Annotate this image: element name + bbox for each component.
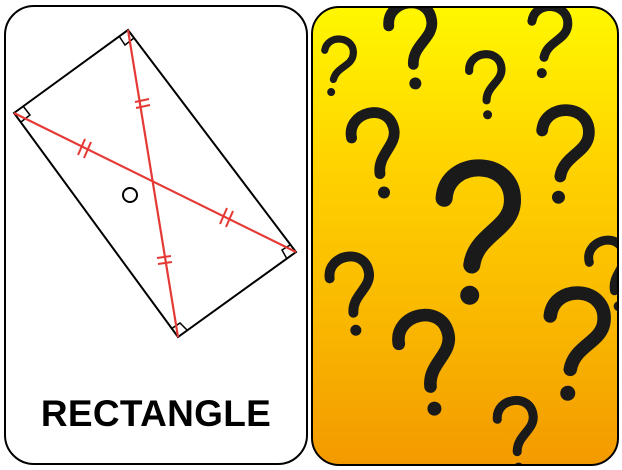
- question-mark-icon: [524, 8, 570, 81]
- rectangle-card: RECTANGLE: [4, 5, 308, 465]
- diagonal-line: [126, 29, 180, 338]
- question-mark-icon: [317, 37, 355, 99]
- question-card: [311, 6, 619, 466]
- diagonal-line: [13, 112, 297, 253]
- question-mark-icon: [437, 166, 515, 308]
- question-mark-icon: [536, 108, 591, 206]
- center-point: [122, 187, 138, 203]
- equal-length-ticks: [77, 98, 234, 265]
- question-mark-icon: [327, 254, 377, 338]
- card-title: RECTANGLE: [40, 393, 272, 434]
- rectangle-diagram: [12, 28, 298, 339]
- question-marks-pattern-icon: [313, 8, 619, 466]
- question-mark-icon: [347, 109, 407, 203]
- question-mark-icon: [387, 8, 439, 92]
- question-mark-icon: [496, 399, 538, 466]
- question-mark-icon: [468, 53, 505, 120]
- question-mark-icon: [542, 290, 607, 403]
- question-mark-icon: [395, 311, 462, 419]
